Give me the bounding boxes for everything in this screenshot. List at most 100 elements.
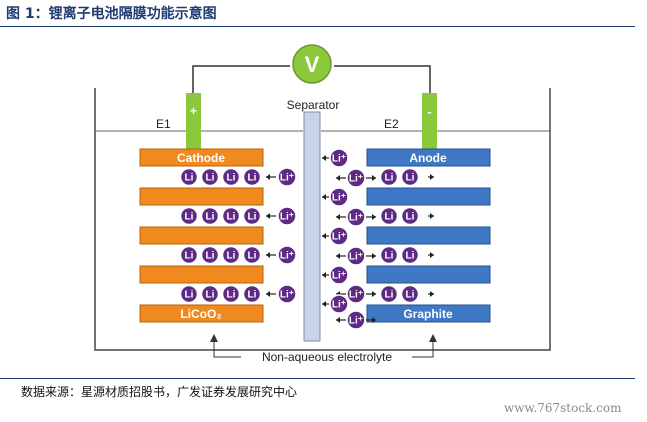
arrow-head bbox=[430, 213, 434, 219]
li-ion bbox=[346, 207, 366, 227]
separator-label: Separator bbox=[287, 98, 340, 112]
cathode-plate bbox=[139, 304, 264, 323]
li-ion-label: Li⁺ bbox=[332, 271, 346, 282]
arrow-head bbox=[372, 253, 376, 259]
li-atom bbox=[379, 284, 399, 304]
arrow-head bbox=[266, 213, 270, 219]
li-atom bbox=[400, 245, 420, 265]
li-ion bbox=[329, 265, 349, 285]
li-ion bbox=[329, 187, 349, 207]
li-atom-label: Li bbox=[185, 173, 194, 184]
voltmeter-label: V bbox=[305, 52, 320, 77]
li-ion bbox=[329, 226, 349, 246]
wires bbox=[192, 65, 431, 95]
li-atom bbox=[179, 167, 199, 187]
anode-plate bbox=[366, 265, 491, 284]
li-atom-label: Li bbox=[206, 212, 215, 223]
li-atom-label: Li bbox=[206, 173, 215, 184]
arrow-head bbox=[322, 194, 326, 200]
li-ion-label: Li⁺ bbox=[280, 251, 294, 262]
li-atom bbox=[179, 206, 199, 226]
minus-sign: - bbox=[427, 104, 431, 119]
li-ion-label: Li⁺ bbox=[332, 193, 346, 204]
arrow-head bbox=[322, 233, 326, 239]
li-atom bbox=[400, 284, 420, 304]
anode-plate bbox=[366, 226, 491, 245]
anode-plate bbox=[366, 304, 491, 323]
li-atom bbox=[179, 284, 199, 304]
positive-terminal: + bbox=[186, 93, 201, 149]
li-atom-label: Li bbox=[385, 173, 394, 184]
li-ion bbox=[346, 246, 366, 266]
li-atom bbox=[242, 245, 262, 265]
graphite-label: Graphite bbox=[403, 307, 453, 321]
li-atom-label: Li bbox=[406, 251, 415, 262]
li-atom-label: Li bbox=[406, 173, 415, 184]
li-ion bbox=[277, 284, 297, 304]
li-ion-label: Li⁺ bbox=[349, 290, 363, 301]
li-ion bbox=[329, 148, 349, 168]
li-ion-label: Li⁺ bbox=[332, 232, 346, 243]
arrow-head bbox=[430, 174, 434, 180]
li-atom-label: Li bbox=[406, 212, 415, 223]
electrolyte-container bbox=[94, 88, 551, 351]
li-atom-label: Li bbox=[185, 251, 194, 262]
li-ion-label: Li⁺ bbox=[280, 212, 294, 223]
cathode-plate bbox=[139, 265, 264, 284]
li-atom bbox=[400, 167, 420, 187]
li-ion bbox=[277, 206, 297, 226]
li-atom bbox=[379, 167, 399, 187]
li-atom-label: Li bbox=[227, 173, 236, 184]
cathode-plate bbox=[139, 226, 264, 245]
li-atom bbox=[200, 206, 220, 226]
li-atom-label: Li bbox=[248, 173, 257, 184]
li-atom bbox=[242, 206, 262, 226]
li-atom bbox=[379, 245, 399, 265]
li-atom bbox=[221, 206, 241, 226]
arrow-head bbox=[266, 291, 270, 297]
li-atom-label: Li bbox=[227, 251, 236, 262]
li-atom bbox=[200, 167, 220, 187]
arrow-head bbox=[266, 252, 270, 258]
arrow-head bbox=[322, 301, 326, 307]
li-atom-label: Li bbox=[406, 290, 415, 301]
li-ion-label: Li⁺ bbox=[332, 300, 346, 311]
cathode-plate bbox=[139, 148, 264, 167]
li-atom bbox=[400, 206, 420, 226]
li-ion-label: Li⁺ bbox=[349, 316, 363, 327]
li-ion bbox=[346, 284, 366, 304]
li-atom-label: Li bbox=[385, 251, 394, 262]
li-atom-label: Li bbox=[206, 290, 215, 301]
li-atom-label: Li bbox=[248, 290, 257, 301]
arrow-head bbox=[372, 291, 376, 297]
source-note: 数据来源：星源材质招股书，广发证券发展研究中心 bbox=[21, 385, 298, 399]
electrolyte-label: Non-aqueous electrolyte bbox=[262, 350, 392, 364]
arrow-head bbox=[430, 291, 434, 297]
arrow-head bbox=[322, 155, 326, 161]
li-atom-label: Li bbox=[206, 251, 215, 262]
title-rule bbox=[0, 26, 635, 27]
li-atom bbox=[179, 245, 199, 265]
bracket-arrow-left bbox=[210, 334, 218, 342]
li-ion-label: Li⁺ bbox=[349, 252, 363, 263]
arrow-head bbox=[372, 175, 376, 181]
li-ion-label: Li⁺ bbox=[280, 290, 294, 301]
separator bbox=[303, 111, 321, 342]
source-rule bbox=[0, 378, 635, 379]
li-atom-label: Li bbox=[227, 290, 236, 301]
li-ion bbox=[277, 167, 297, 187]
e2-label: E2 bbox=[384, 117, 399, 131]
arrow-head bbox=[372, 214, 376, 220]
li-atom bbox=[242, 167, 262, 187]
li-atom bbox=[221, 245, 241, 265]
arrow-head bbox=[336, 214, 340, 220]
arrow-head bbox=[336, 317, 340, 323]
anode-plate bbox=[366, 148, 491, 167]
li-atom-label: Li bbox=[227, 212, 236, 223]
li-atom bbox=[221, 284, 241, 304]
li-atom-label: Li bbox=[385, 290, 394, 301]
li-atom bbox=[200, 284, 220, 304]
anode-plate bbox=[366, 187, 491, 206]
li-atom-label: Li bbox=[185, 212, 194, 223]
